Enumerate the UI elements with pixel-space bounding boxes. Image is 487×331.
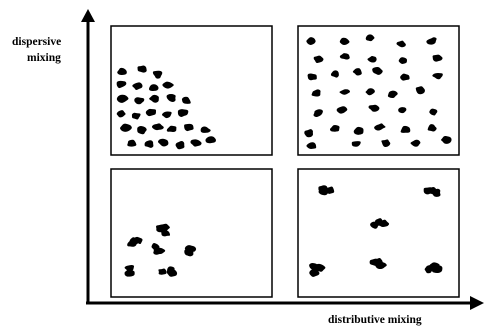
- agglomerate: [424, 187, 441, 197]
- agglomerate: [145, 140, 154, 148]
- agglomerate: [137, 126, 146, 134]
- y-axis-label-line2: mixing: [27, 51, 61, 65]
- agglomerate: [306, 37, 315, 45]
- agglomerate: [399, 57, 407, 64]
- panel-top-left: [111, 26, 272, 155]
- agglomerate: [127, 237, 142, 247]
- agglomerate: [372, 67, 383, 75]
- agglomerate: [401, 126, 411, 133]
- agglomerate: [117, 81, 127, 88]
- agglomerate: [314, 56, 324, 63]
- agglomerate: [432, 73, 442, 79]
- agglomerate: [340, 38, 350, 45]
- agglomerate: [353, 68, 362, 75]
- agglomerate: [304, 129, 313, 137]
- agglomerate: [426, 37, 436, 44]
- agglomerate: [318, 185, 334, 195]
- agglomerate: [117, 95, 129, 103]
- agglomerate: [400, 74, 409, 81]
- axes: [86, 18, 472, 303]
- agglomerate: [125, 265, 135, 277]
- agglomerate: [158, 266, 177, 276]
- agglomerate: [132, 113, 141, 120]
- agglomerate: [120, 124, 132, 132]
- agglomerate: [352, 141, 361, 147]
- agglomerate: [425, 262, 443, 273]
- y-axis-arrowhead: [81, 9, 95, 22]
- agglomerate: [127, 140, 136, 147]
- agglomerate: [313, 109, 322, 117]
- agglomerate: [134, 97, 144, 104]
- panel-frames: [111, 26, 459, 297]
- agglomerate: [416, 86, 425, 94]
- agglomerate: [411, 140, 421, 147]
- agglomerates-bottom-left: [125, 224, 197, 277]
- agglomerate: [428, 124, 437, 131]
- agglomerate: [369, 105, 380, 112]
- agglomerate: [339, 89, 350, 95]
- agglomerate: [201, 126, 211, 132]
- agglomerate: [337, 106, 348, 113]
- agglomerate: [167, 126, 177, 132]
- agglomerate: [367, 56, 376, 62]
- agglomerate: [153, 71, 162, 79]
- agglomerate: [441, 136, 452, 144]
- agglomerate: [429, 109, 437, 116]
- panel-bottom-left: [111, 169, 272, 297]
- agglomerate: [381, 139, 390, 147]
- agglomerate: [309, 263, 325, 277]
- agglomerate: [184, 124, 194, 131]
- agglomerate: [331, 70, 339, 77]
- agglomerate: [117, 110, 126, 117]
- agglomerate: [162, 111, 172, 118]
- agglomerate: [184, 245, 196, 256]
- x-axis-arrowhead: [470, 296, 484, 310]
- agglomerate: [162, 82, 173, 89]
- agglomerate: [205, 136, 216, 143]
- agglomerate: [366, 34, 375, 41]
- agglomerate: [306, 142, 316, 149]
- agglomerate: [190, 139, 201, 146]
- agglomerate: [398, 107, 406, 113]
- agglomerates-top-left: [117, 66, 216, 150]
- agglomerate: [433, 55, 443, 62]
- agglomerate: [312, 89, 321, 96]
- agglomerate: [146, 109, 156, 116]
- agglomerate: [354, 127, 364, 135]
- agglomerates-bottom-right: [309, 185, 442, 277]
- agglomerate: [158, 139, 168, 147]
- agglomerate: [374, 123, 385, 130]
- agglomerate: [340, 53, 350, 59]
- agglomerate: [156, 224, 170, 237]
- agglomerate: [370, 258, 387, 269]
- agglomerate: [366, 88, 375, 95]
- agglomerate: [396, 41, 405, 48]
- agglomerate: [149, 84, 159, 91]
- agglomerate: [152, 123, 164, 130]
- agglomerate: [149, 95, 159, 103]
- y-axis-label-line1: dispersive: [12, 35, 61, 49]
- agglomerate: [182, 97, 191, 104]
- agglomerate: [117, 68, 127, 75]
- agglomerates-top-right: [304, 34, 451, 149]
- agglomerate: [167, 94, 176, 102]
- x-axis-label: distributive mixing: [328, 313, 422, 327]
- agglomerate: [176, 141, 185, 149]
- agglomerate: [388, 91, 398, 98]
- agglomerate: [370, 218, 389, 229]
- agglomerate: [178, 109, 188, 117]
- agglomerate: [132, 82, 142, 90]
- agglomerate: [308, 73, 317, 80]
- agglomerate: [330, 125, 340, 132]
- agglomerate: [137, 66, 146, 73]
- panel-top-right: [298, 26, 459, 155]
- agglomerate: [152, 243, 166, 255]
